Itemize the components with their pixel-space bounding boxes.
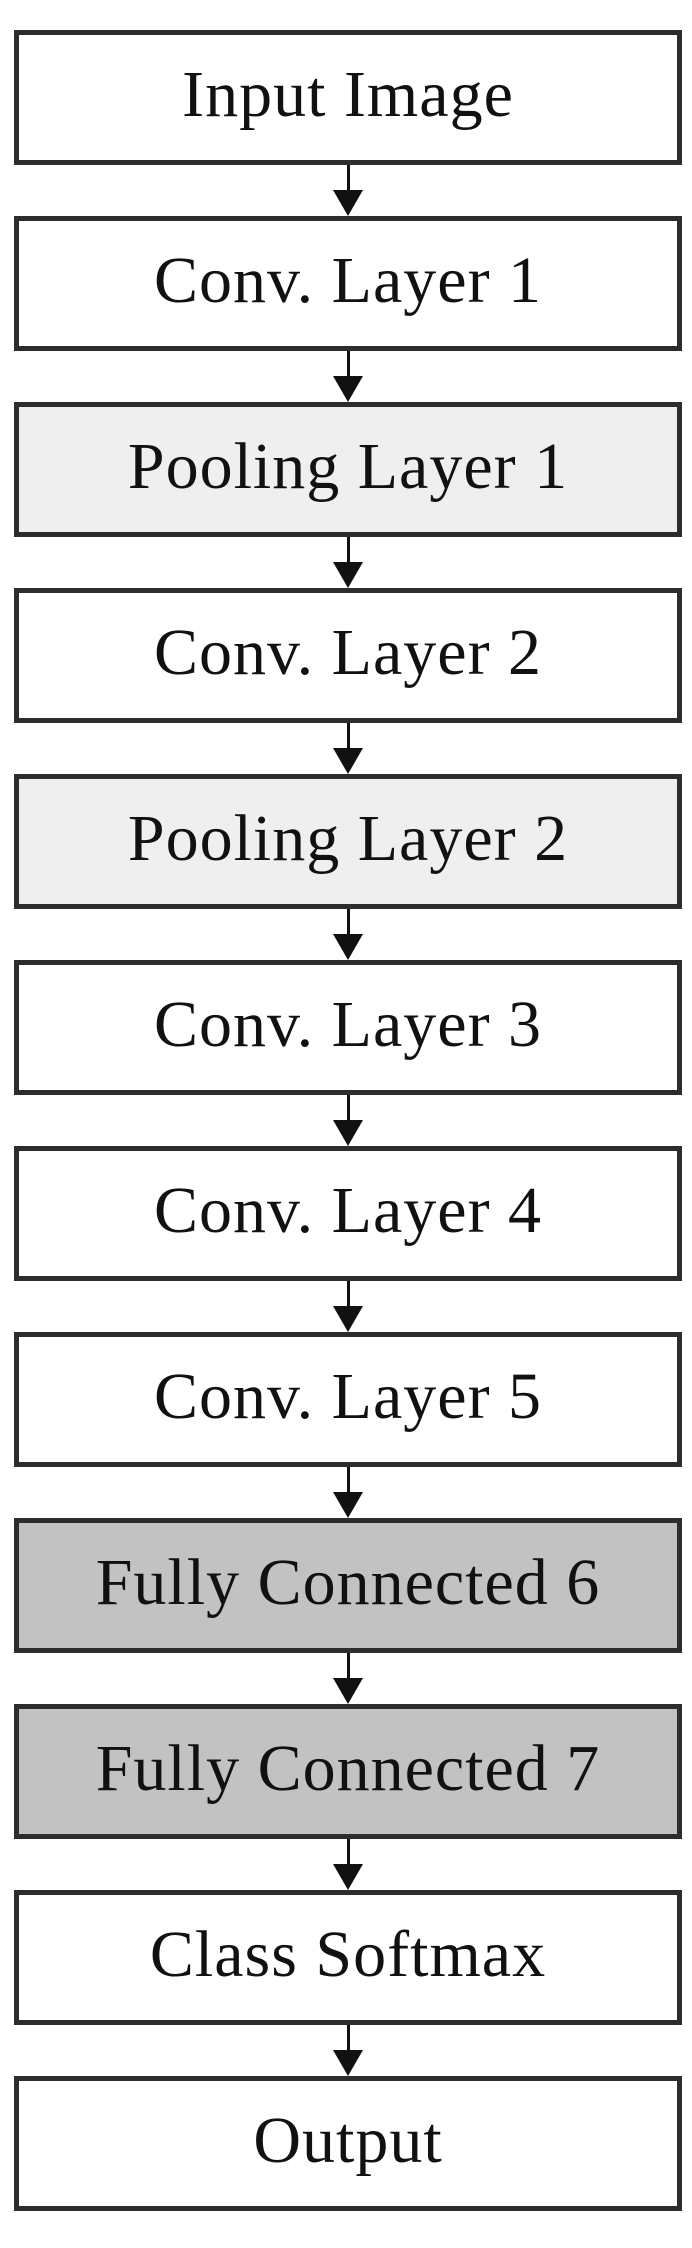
arrow-down-icon xyxy=(14,1653,682,1704)
flow-node-label: Conv. Layer 5 xyxy=(153,1359,543,1433)
arrow-down-icon xyxy=(14,1095,682,1146)
arrow-down-icon xyxy=(14,1281,682,1332)
flow-node: Input Image xyxy=(14,30,682,165)
flow-node: Conv. Layer 4 xyxy=(14,1146,682,1281)
flow-node: Conv. Layer 2 xyxy=(14,588,682,723)
arrow-down-icon xyxy=(14,351,682,402)
arrow-shaft xyxy=(346,537,350,563)
arrow-head xyxy=(333,1120,363,1146)
flow-node: Fully Connected 7 xyxy=(14,1704,682,1839)
arrow-head xyxy=(333,1864,363,1890)
arrow-down-icon xyxy=(14,909,682,960)
arrow-head xyxy=(333,1678,363,1704)
flow-node: Pooling Layer 1 xyxy=(14,402,682,537)
arrow-shaft xyxy=(346,351,350,377)
arrow-shaft xyxy=(346,909,350,935)
flow-node-label: Fully Connected 6 xyxy=(95,1545,601,1619)
flow-node: Class Softmax xyxy=(14,1890,682,2025)
flow-node: Conv. Layer 3 xyxy=(14,960,682,1095)
arrow-head xyxy=(333,562,363,588)
flow-node-label: Input Image xyxy=(182,57,514,131)
flow-node-label: Pooling Layer 1 xyxy=(127,429,569,503)
arrow-shaft xyxy=(346,1281,350,1307)
flow-node: Fully Connected 6 xyxy=(14,1518,682,1653)
arrow-down-icon xyxy=(14,1839,682,1890)
flow-node-label: Class Softmax xyxy=(149,1917,547,1991)
arrow-head xyxy=(333,748,363,774)
flow-node-label: Pooling Layer 2 xyxy=(127,801,569,875)
arrow-head xyxy=(333,1306,363,1332)
arrow-down-icon xyxy=(14,165,682,216)
flow-node-label: Conv. Layer 3 xyxy=(153,987,543,1061)
flow-node-label: Conv. Layer 2 xyxy=(153,615,543,689)
arrow-down-icon xyxy=(14,537,682,588)
arrow-down-icon xyxy=(14,2025,682,2076)
flow-node: Output xyxy=(14,2076,682,2211)
flow-node-label: Conv. Layer 1 xyxy=(153,243,543,317)
arrow-shaft xyxy=(346,1839,350,1865)
arrow-shaft xyxy=(346,723,350,749)
flow-node: Conv. Layer 1 xyxy=(14,216,682,351)
arrow-shaft xyxy=(346,2025,350,2051)
arrow-head xyxy=(333,1492,363,1518)
arrow-head xyxy=(333,934,363,960)
arrow-shaft xyxy=(346,1095,350,1121)
arrow-shaft xyxy=(346,1653,350,1679)
arrow-down-icon xyxy=(14,723,682,774)
arrow-head xyxy=(333,376,363,402)
arrow-shaft xyxy=(346,165,350,191)
flow-node: Pooling Layer 2 xyxy=(14,774,682,909)
flow-node-label: Output xyxy=(253,2103,443,2177)
flow-node: Conv. Layer 5 xyxy=(14,1332,682,1467)
flow-node-label: Fully Connected 7 xyxy=(95,1731,601,1805)
arrow-head xyxy=(333,190,363,216)
arrow-down-icon xyxy=(14,1467,682,1518)
arrow-head xyxy=(333,2050,363,2076)
flow-node-label: Conv. Layer 4 xyxy=(153,1173,543,1247)
arrow-shaft xyxy=(346,1467,350,1493)
